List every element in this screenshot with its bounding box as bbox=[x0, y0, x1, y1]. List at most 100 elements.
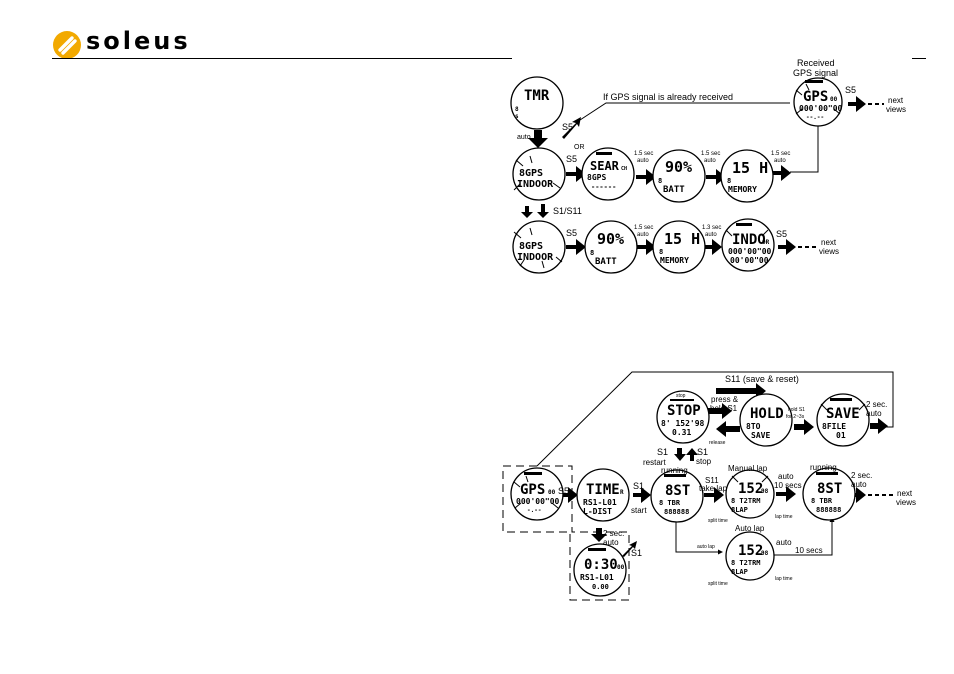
watch-suffix: R bbox=[620, 489, 624, 496]
watch-line3: MEMORY bbox=[660, 256, 689, 265]
arrow-right-auto-10 bbox=[776, 486, 796, 502]
watch-memory-1: 15 H 8 MEMORY bbox=[720, 149, 774, 203]
label-hold-s1: hold S1 bbox=[710, 404, 738, 413]
label-auto-a: auto bbox=[637, 158, 649, 164]
label-or: OR bbox=[574, 144, 585, 151]
watch-line2: 8 bbox=[659, 248, 663, 256]
label-auto-b: auto bbox=[704, 158, 716, 164]
connector-if-received bbox=[579, 102, 790, 121]
label-s11-save: S11 (save & reset) bbox=[725, 374, 799, 384]
label-views-b: views bbox=[819, 247, 839, 256]
arrow-right-s5 bbox=[566, 166, 586, 182]
watch-manual-lap: 152 98 8 T2TRM 8LAP bbox=[725, 469, 775, 519]
watch-gps-bottom: GPS 00 000'00"00 -.-- bbox=[510, 467, 564, 521]
top-labels: Received GPS signal If GPS signal is alr… bbox=[517, 58, 906, 256]
watch-batt-2: 90% 8 BATT bbox=[584, 220, 638, 274]
watch-line2: 000'00"00 bbox=[728, 247, 772, 256]
watch-main: 152 bbox=[738, 543, 763, 559]
label-auto-d: auto bbox=[603, 538, 619, 547]
label-s5-b: S5 bbox=[566, 154, 577, 164]
watch-batt-1: 90% 8 BATT bbox=[652, 149, 706, 203]
label-two-sec-a: 2 sec. bbox=[866, 400, 887, 409]
label-ten-secs-a: 10 secs bbox=[774, 481, 802, 490]
label-lap-time-b: lap time bbox=[775, 576, 793, 582]
watch-line2: 8TO bbox=[746, 422, 761, 431]
label-auto-d: auto bbox=[637, 232, 649, 238]
arrow-save-out bbox=[870, 418, 888, 434]
watch-hold: HOLD 8TO SAVE bbox=[739, 393, 793, 447]
label-auto-a: auto bbox=[866, 409, 882, 418]
watch-line1: 8GPS bbox=[519, 241, 543, 252]
watch-line3: 8LAP bbox=[731, 506, 748, 514]
bottom-labels: S11 (save & reset) press & hold S1 relea… bbox=[558, 374, 916, 587]
watch-line3: 8LAP bbox=[731, 568, 748, 576]
watch-gps-received: GPS 00 000'00"00 --.-- bbox=[793, 77, 843, 127]
watch-line3: 888888 bbox=[816, 506, 841, 514]
label-sec15-b: 1.5 sec bbox=[701, 151, 720, 157]
arrow-right-4 bbox=[636, 239, 656, 255]
label-manual-lap: Manual lap bbox=[728, 464, 768, 473]
watch-main: SAVE bbox=[826, 406, 860, 422]
label-s11: S11 bbox=[705, 476, 719, 485]
watch-time: TIME R RS1-L01 L-DIST bbox=[576, 468, 630, 522]
watch-countdown: 0:30 00 RS1-L01 0.00 bbox=[573, 543, 627, 597]
watch-line2: 8 TBR bbox=[811, 497, 833, 505]
arrow-diag-s5 bbox=[562, 117, 581, 139]
label-s5: S5 bbox=[558, 486, 569, 496]
watch-indoor: INDO OR 000'00"00 00'00"00 bbox=[721, 218, 775, 272]
watch-line2: 000'00"00 bbox=[799, 104, 843, 113]
top-dashes bbox=[798, 103, 884, 248]
arrow-right-next-b bbox=[778, 239, 796, 255]
watch-main: SEAR bbox=[590, 159, 620, 173]
connector-to-stop bbox=[536, 371, 894, 467]
watch-tmr: TMR 8 s bbox=[510, 76, 564, 130]
label-views-a: views bbox=[886, 105, 906, 114]
watch-stop: stop STOP 8' 152'98 0.31 bbox=[656, 390, 710, 444]
watch-save: SAVE 8FILE 01 bbox=[816, 393, 870, 447]
label-auto-lap: Auto lap bbox=[735, 524, 765, 533]
label-received: Received bbox=[797, 58, 835, 68]
watch-main: TMR bbox=[524, 88, 550, 104]
soleus-logo-icon bbox=[53, 31, 81, 59]
watch-main: INDO bbox=[732, 232, 766, 248]
arrow-right-next bbox=[846, 487, 866, 503]
header-rule-right bbox=[912, 58, 926, 59]
watch-line3: L-DIST bbox=[583, 507, 612, 516]
label-two-sec-b: 2 sec. bbox=[851, 471, 872, 480]
arrow-right-s5-bottom bbox=[558, 487, 578, 503]
arrow-right-s11-lap bbox=[704, 487, 724, 503]
watch-suffix: CH bbox=[621, 166, 627, 172]
label-sec15-a: 1.5 sec bbox=[634, 151, 653, 157]
label-auto-c: auto bbox=[774, 158, 786, 164]
label-auto-e: auto bbox=[776, 538, 792, 547]
arrow-up-stop bbox=[686, 448, 698, 461]
label-next-b: next bbox=[821, 238, 837, 247]
watch-main: 90% bbox=[665, 158, 692, 176]
label-running-b: running bbox=[810, 463, 837, 472]
watch-line1: 8GPS bbox=[519, 168, 543, 179]
label-split-time-b: split time bbox=[708, 581, 728, 587]
header: soleus bbox=[52, 27, 912, 60]
label-views: views bbox=[896, 498, 916, 507]
label-release: release bbox=[709, 440, 726, 446]
watch-line2: RS1-L01 bbox=[583, 498, 617, 507]
watch-main: 8ST bbox=[665, 483, 690, 499]
label-split-time-a: split time bbox=[708, 518, 728, 524]
arrow-diag-s1-back bbox=[622, 541, 637, 557]
header-rule-left bbox=[52, 58, 512, 59]
label-auto-lap-small: auto lap bbox=[697, 544, 715, 550]
arrow-s11-save bbox=[716, 383, 766, 399]
arrow-right-s1-start bbox=[633, 487, 651, 503]
label-press: press & bbox=[711, 395, 739, 404]
label-auto: auto bbox=[517, 134, 531, 141]
watch-memory-2: 15 H 8 MEMORY bbox=[652, 220, 706, 274]
watch-line2: 8 TBR bbox=[659, 499, 681, 507]
watch-line3: 00'00"00 bbox=[730, 256, 769, 265]
watch-suffix: 00 bbox=[548, 489, 556, 496]
connector-auto-lap bbox=[675, 518, 723, 555]
watch-top: stop bbox=[676, 393, 686, 399]
label-take-lap: take lap bbox=[699, 484, 728, 493]
label-auto-e: auto bbox=[705, 232, 717, 238]
watch-line3: 01 bbox=[836, 431, 846, 440]
